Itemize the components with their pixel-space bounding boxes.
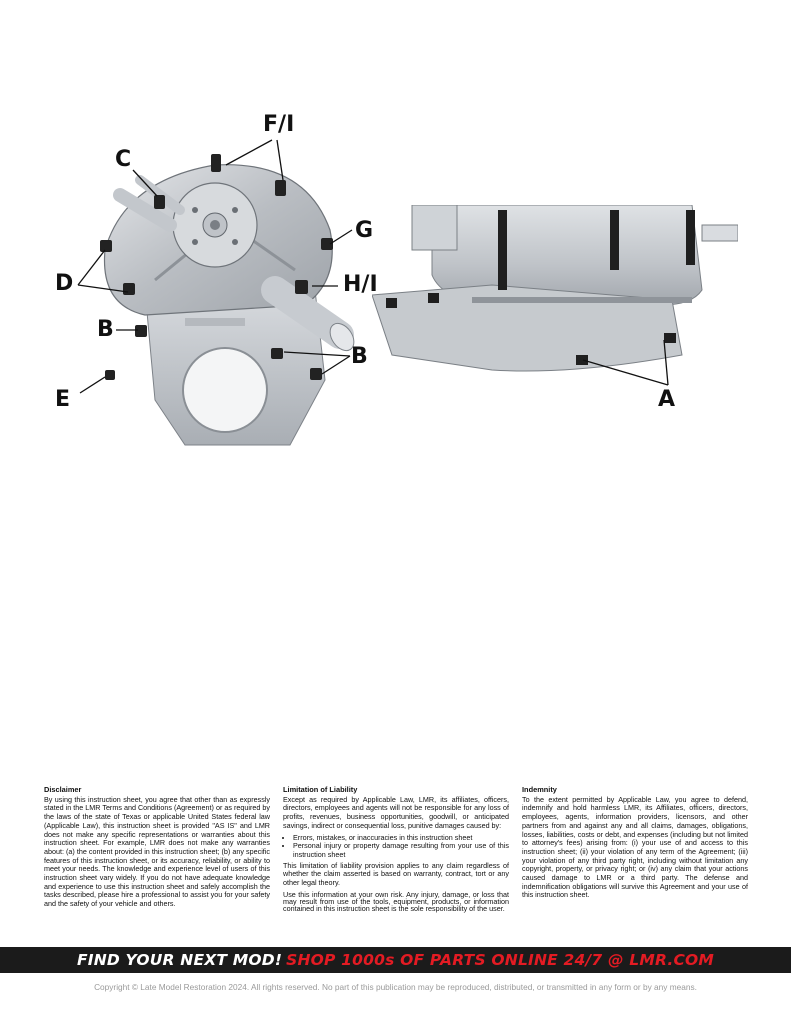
- water-pump-side-illustration: [372, 205, 738, 372]
- liability-section: Limitation of Liability Except as requir…: [283, 785, 509, 915]
- liability-bullet: Personal injury or property damage resul…: [293, 841, 509, 859]
- water-pump-side-photo: [372, 205, 738, 375]
- liability-bullet: Errors, mistakes, or inaccuracies in thi…: [293, 833, 509, 843]
- water-pump-front-photo: [85, 140, 365, 455]
- indemnity-title: Indemnity: [522, 785, 557, 794]
- disclaimer-body: By using this instruction sheet, you agr…: [44, 794, 270, 909]
- callout-h-i: H/I: [343, 272, 378, 297]
- callout-g: G: [355, 218, 374, 243]
- banner-tail: SHOP 1000s OF PARTS ONLINE 24/7 @ LMR.CO…: [286, 951, 715, 969]
- liability-para-2: This limitation of liability provision a…: [283, 860, 509, 888]
- liability-bullets: Errors, mistakes, or inaccuracies in thi…: [283, 833, 509, 860]
- callout-a: A: [658, 387, 676, 412]
- callout-leader-lines: [77, 139, 669, 394]
- callout-d: D: [55, 271, 74, 296]
- disclaimer-title: Disclaimer: [44, 785, 82, 794]
- liability-title: Limitation of Liability: [283, 785, 358, 794]
- callout-c: C: [115, 147, 132, 172]
- callout-b-left: B: [97, 317, 114, 342]
- copyright-notice: Copyright © Late Model Restoration 2024.…: [94, 982, 697, 992]
- callout-f-i: F/I: [263, 112, 295, 137]
- indemnity-body: To the extent permitted by Applicable La…: [522, 794, 748, 900]
- callout-b-right: B: [351, 344, 368, 369]
- disclaimer-section: Disclaimer By using this instruction she…: [44, 785, 270, 912]
- banner-lead: FIND YOUR NEXT MOD!: [76, 951, 283, 969]
- promo-banner[interactable]: FIND YOUR NEXT MOD! SHOP 1000s OF PARTS …: [0, 947, 791, 973]
- water-pump-front-illustration: [100, 154, 355, 446]
- liability-para-3: Use this information at your own risk. A…: [283, 889, 509, 913]
- callout-e: E: [55, 387, 71, 412]
- liability-intro: Except as required by Applicable Law, LM…: [283, 794, 509, 830]
- indemnity-section: Indemnity To the extent permitted by App…: [522, 785, 748, 903]
